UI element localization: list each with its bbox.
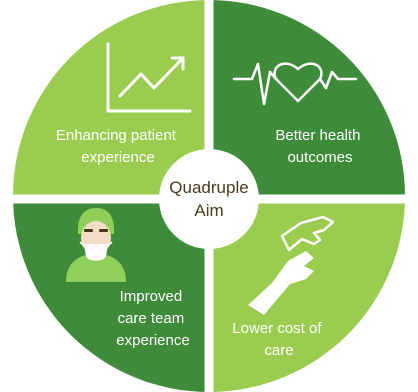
quadrant-bottom-left	[13, 196, 209, 392]
quadrant-bottom-right	[209, 196, 405, 392]
center-label-line-2: Aim	[194, 201, 223, 220]
quadrant-label-bottom-left: Improved care team experience	[116, 288, 189, 349]
helping-hands-icon	[248, 215, 335, 315]
center-label-line-1: Quadruple	[169, 178, 248, 197]
quadrant-top-right	[209, 0, 405, 196]
center-circle	[159, 149, 259, 249]
quadrant-label-bottom-right: Lower cost of care	[232, 320, 325, 359]
quadrant-top-left	[13, 0, 209, 196]
quadrant-label-top-right: Better health outcomes	[275, 127, 364, 166]
line-chart-icon	[106, 42, 192, 113]
heartbeat-icon	[232, 62, 358, 106]
care-worker-icon	[66, 208, 126, 282]
quadrant-label-top-left: Enhancing patient experience	[56, 127, 180, 166]
